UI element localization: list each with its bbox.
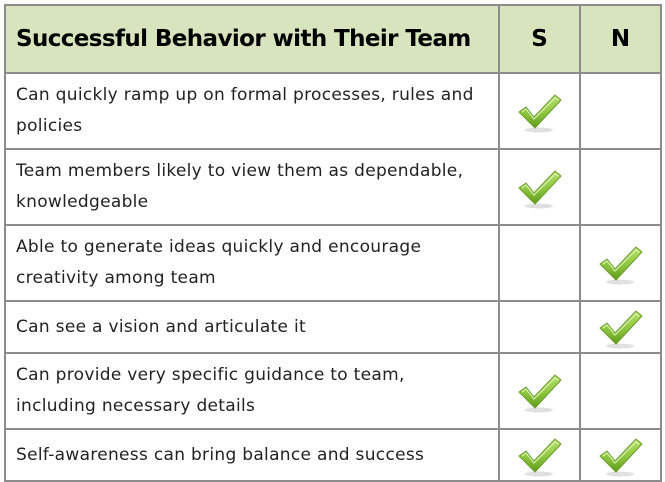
table-title-header: Successful Behavior with Their Team <box>4 4 500 74</box>
n-cell <box>579 148 662 226</box>
table-row: Can see a vision and articulate it <box>4 300 662 354</box>
checkmark-icon <box>598 436 644 478</box>
checkmark-icon <box>517 168 563 210</box>
n-cell <box>579 72 662 150</box>
behavior-table: Successful Behavior with Their Team S N … <box>4 4 662 482</box>
table-row: Team members likely to view them as depe… <box>4 148 662 226</box>
s-cell <box>498 148 581 226</box>
checkmark-icon <box>517 436 563 478</box>
behavior-table-container: Successful Behavior with Their Team S N … <box>4 4 662 482</box>
n-cell <box>579 352 662 430</box>
s-cell <box>498 428 581 482</box>
behavior-description: Self-awareness can bring balance and suc… <box>4 428 500 482</box>
n-cell <box>579 224 662 302</box>
n-cell <box>579 300 662 354</box>
column-header-n: N <box>579 4 662 74</box>
s-cell <box>498 72 581 150</box>
behavior-description: Can provide very specific guidance to te… <box>4 352 500 430</box>
s-cell <box>498 300 581 354</box>
behavior-description: Can quickly ramp up on formal processes,… <box>4 72 500 150</box>
n-cell <box>579 428 662 482</box>
s-cell <box>498 352 581 430</box>
behavior-description: Team members likely to view them as depe… <box>4 148 500 226</box>
table-header-row: Successful Behavior with Their Team S N <box>4 4 662 74</box>
table-body: Can quickly ramp up on formal processes,… <box>4 72 662 482</box>
column-header-s: S <box>498 4 581 74</box>
table-row: Can provide very specific guidance to te… <box>4 352 662 430</box>
checkmark-icon <box>598 308 644 350</box>
behavior-description: Able to generate ideas quickly and encou… <box>4 224 500 302</box>
table-row: Able to generate ideas quickly and encou… <box>4 224 662 302</box>
checkmark-icon <box>517 92 563 134</box>
s-cell <box>498 224 581 302</box>
checkmark-icon <box>598 244 644 286</box>
checkmark-icon <box>517 372 563 414</box>
behavior-description: Can see a vision and articulate it <box>4 300 500 354</box>
table-row: Self-awareness can bring balance and suc… <box>4 428 662 482</box>
table-row: Can quickly ramp up on formal processes,… <box>4 72 662 150</box>
